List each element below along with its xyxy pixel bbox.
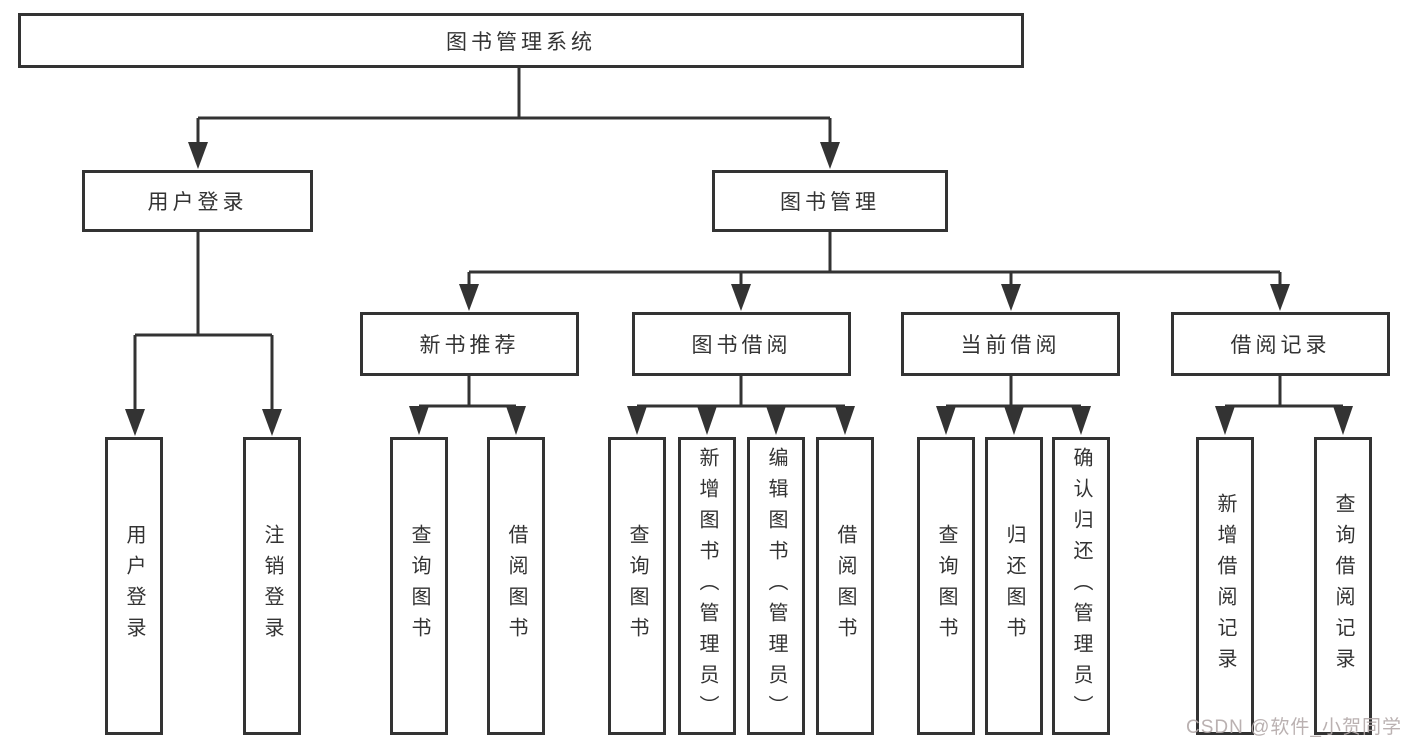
node-book-borrowing: 图书借阅: [632, 312, 851, 376]
node-new-book-recommendation: 新书推荐: [360, 312, 579, 376]
leaf-records-query-record: 查询借阅记录: [1314, 437, 1372, 735]
node-label: 新书推荐: [419, 334, 520, 357]
node-label: 图书管理: [780, 191, 880, 214]
node-label: 新增借阅记录: [1214, 493, 1236, 679]
node-library-management-system: 图书管理系统: [18, 13, 1024, 68]
leaf-user-login: 用户登录: [105, 437, 163, 735]
leaf-current-return-books: 归还图书: [985, 437, 1043, 735]
node-label: 借阅记录: [1230, 334, 1331, 357]
node-label: 查询图书: [935, 524, 957, 648]
node-label: 注销登录: [261, 524, 283, 648]
node-borrowing-records: 借阅记录: [1171, 312, 1390, 376]
node-book-management-branch: 图书管理: [712, 170, 948, 232]
leaf-borrowing-query-books: 查询图书: [608, 437, 666, 735]
node-label: 查询图书: [626, 524, 648, 648]
node-label: 图书管理系统: [446, 30, 596, 54]
node-label: 当前借阅: [960, 334, 1061, 357]
leaf-current-confirm-return-admin: 确认归还（管理员）: [1052, 437, 1110, 735]
leaf-current-query-books: 查询图书: [917, 437, 975, 735]
node-label: 用户登录: [147, 191, 248, 214]
leaf-borrowing-add-books-admin: 新增图书（管理员）: [678, 437, 736, 735]
node-label: 查询借阅记录: [1332, 493, 1354, 679]
node-label: 编辑图书（管理员）: [765, 446, 787, 726]
leaf-recommend-query-books: 查询图书: [390, 437, 448, 735]
node-label: 借阅图书: [834, 524, 856, 648]
node-label: 归还图书: [1003, 524, 1025, 648]
node-label: 新增图书（管理员）: [696, 446, 718, 726]
node-label: 确认归还（管理员）: [1070, 446, 1092, 726]
leaf-borrowing-borrow-books: 借阅图书: [816, 437, 874, 735]
node-label: 查询图书: [408, 524, 430, 648]
node-label: 图书借阅: [691, 334, 792, 357]
leaf-records-add-record: 新增借阅记录: [1196, 437, 1254, 735]
leaf-borrowing-edit-books-admin: 编辑图书（管理员）: [747, 437, 805, 735]
node-current-borrowing: 当前借阅: [901, 312, 1120, 376]
node-label: 借阅图书: [505, 524, 527, 648]
node-user-login-branch: 用户登录: [82, 170, 313, 232]
node-label: 用户登录: [123, 524, 145, 648]
leaf-logout: 注销登录: [243, 437, 301, 735]
csdn-watermark: CSDN @软件_小贺同学: [1186, 717, 1402, 738]
leaf-recommend-borrow-books: 借阅图书: [487, 437, 545, 735]
